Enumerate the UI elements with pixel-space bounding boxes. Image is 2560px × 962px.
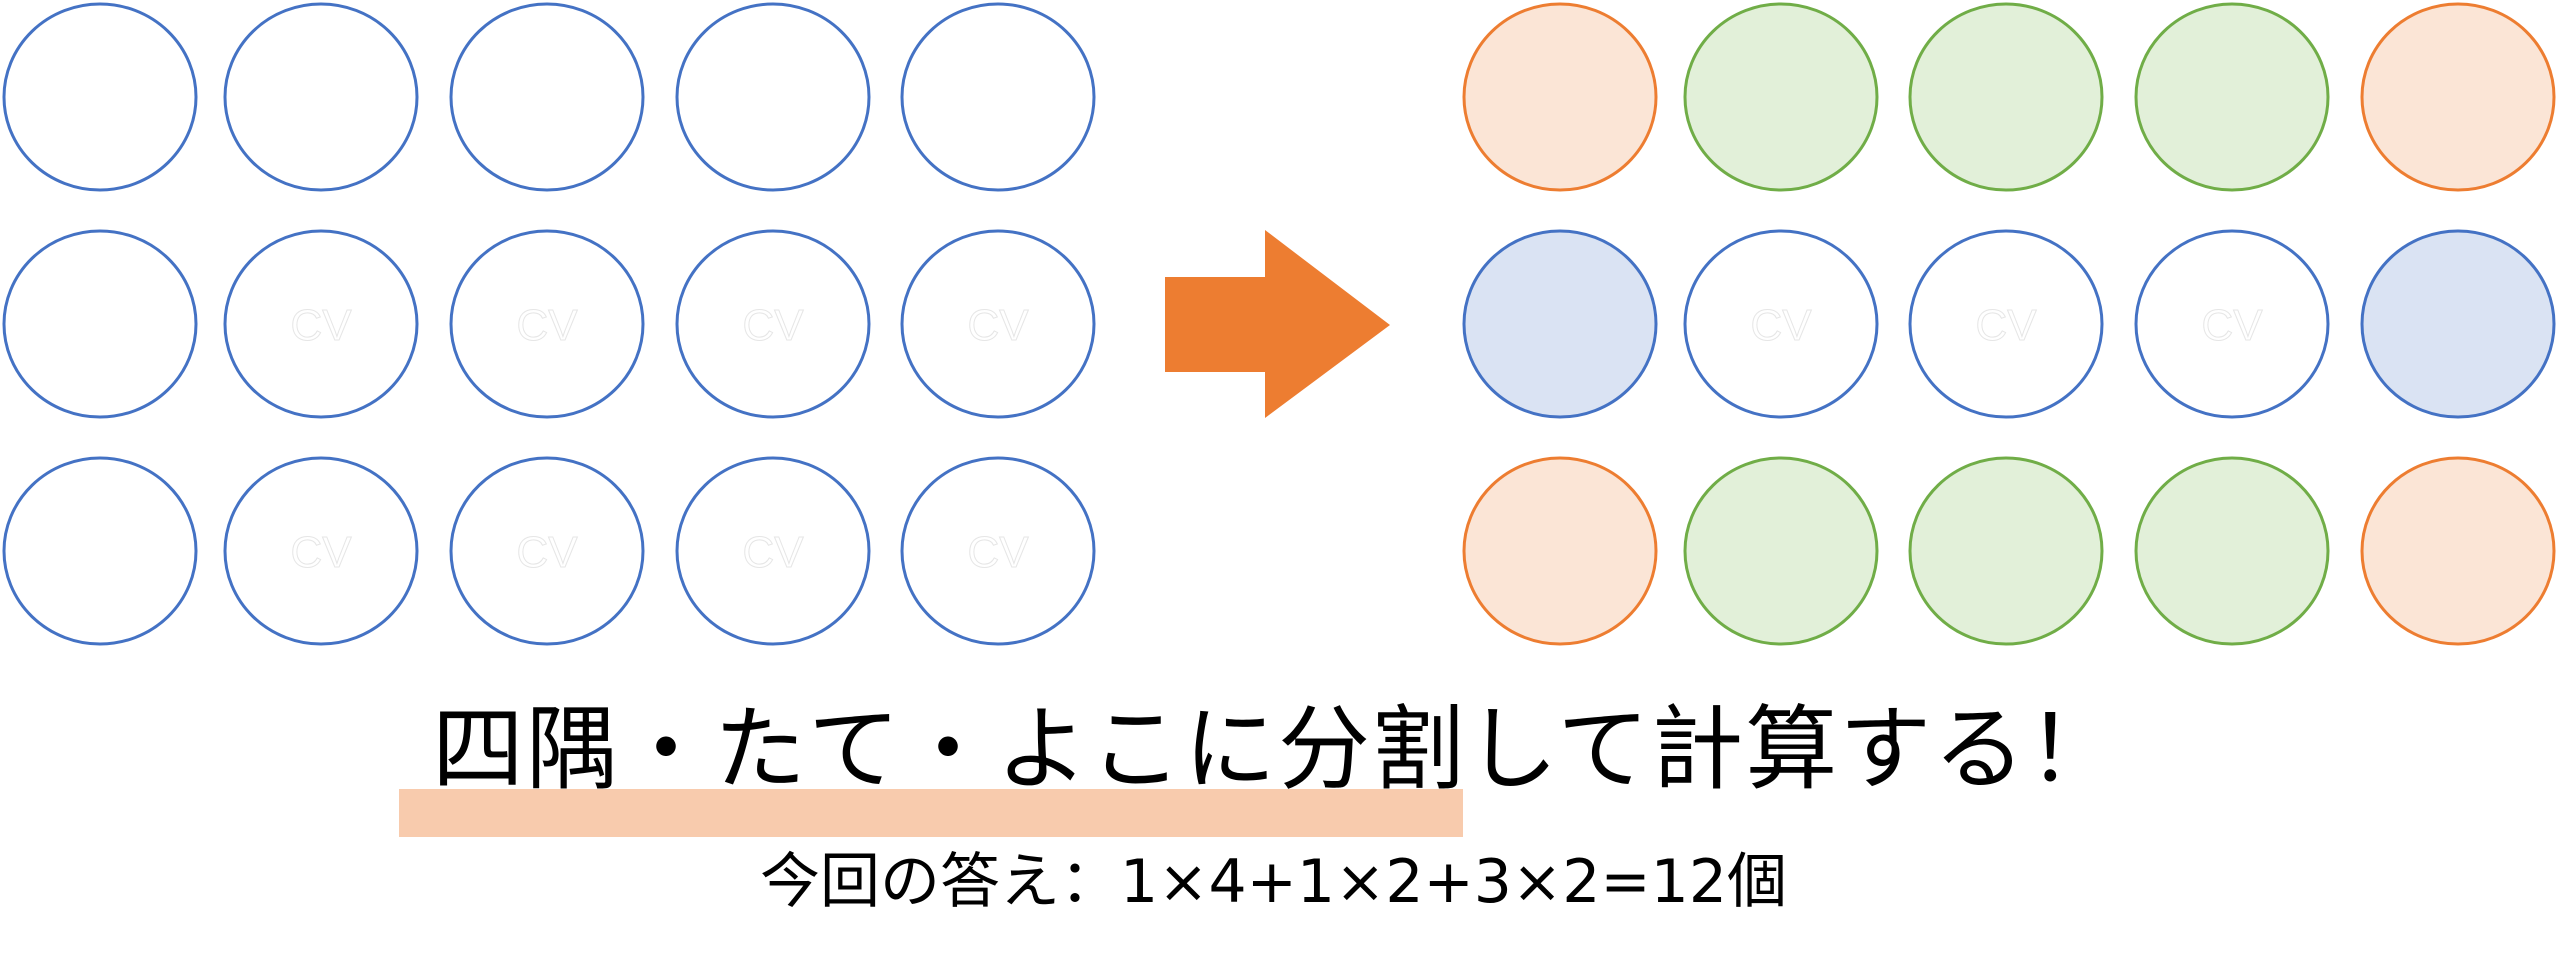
circle-plain: CV [223, 456, 419, 646]
circle-shape [2, 2, 198, 192]
circle-corner [1462, 2, 1658, 192]
circle-edge [2134, 456, 2330, 646]
circle-plain [223, 2, 419, 192]
circle-edge [1908, 456, 2104, 646]
circle-shape [900, 456, 1096, 646]
circle-plain [900, 2, 1096, 192]
circle-shape [1908, 2, 2104, 192]
circle-plain: CV [1908, 229, 2104, 419]
circle-plain: CV [449, 456, 645, 646]
circle-shape [449, 456, 645, 646]
circle-plain: CV [900, 229, 1096, 419]
circle-plain: CV [900, 456, 1096, 646]
circle-edge [1683, 456, 1879, 646]
circle-plain [675, 2, 871, 192]
circle-edge [2134, 2, 2330, 192]
circle-shape [1908, 456, 2104, 646]
circle-shape [2, 456, 198, 646]
circle-shape [675, 2, 871, 192]
circle-shape [1683, 2, 1879, 192]
answer-line: 今回の答え：1×4+1×2+3×2=12個 [760, 847, 1788, 917]
circle-shape [675, 456, 871, 646]
circle-shape [223, 2, 419, 192]
circle-shape [1462, 456, 1658, 646]
circle-corner [2360, 2, 2556, 192]
circle-shape [223, 229, 419, 419]
circle-shape [449, 229, 645, 419]
circle-shape [900, 2, 1096, 192]
watermark-label: CV [967, 528, 1029, 577]
watermark-label: CV [742, 301, 804, 350]
circle-shape [1683, 229, 1879, 419]
circle-corner [2360, 456, 2556, 646]
watermark-label: CV [967, 301, 1029, 350]
circle-side [2360, 229, 2556, 419]
circle-shape [2360, 456, 2556, 646]
circle-plain: CV [223, 229, 419, 419]
circle-corner [1462, 456, 1658, 646]
circle-plain: CV [675, 229, 871, 419]
watermark-label: CV [516, 528, 578, 577]
circle-shape [1683, 456, 1879, 646]
circle-plain [2, 2, 198, 192]
watermark-label: CV [290, 528, 352, 577]
left-circle-grid: CV CV CV CV CV CV CV CV [2, 2, 1096, 646]
circle-plain: CV [675, 456, 871, 646]
circle-shape [900, 229, 1096, 419]
watermark-label: CV [516, 301, 578, 350]
right-arrow-icon [1165, 230, 1390, 418]
circle-plain: CV [2134, 229, 2330, 419]
circle-edge [1908, 2, 2104, 192]
circle-plain [2, 229, 198, 419]
highlight-bar [399, 789, 1463, 837]
circle-plain: CV [449, 229, 645, 419]
circle-shape [223, 456, 419, 646]
circle-shape [2360, 229, 2556, 419]
circle-shape [2360, 2, 2556, 192]
circle-shape [2134, 456, 2330, 646]
circle-shape [1462, 2, 1658, 192]
circle-plain [449, 2, 645, 192]
circle-shape [449, 2, 645, 192]
circle-shape [1462, 229, 1658, 419]
circle-edge [1683, 2, 1879, 192]
watermark-label: CV [290, 301, 352, 350]
circle-shape [2134, 229, 2330, 419]
circle-side [1462, 229, 1658, 419]
circle-plain: CV [1683, 229, 1879, 419]
watermark-label: CV [742, 528, 804, 577]
watermark-label: CV [1750, 301, 1812, 350]
circle-plain [2, 456, 198, 646]
right-circle-grid: CV CV CV [1462, 2, 2556, 646]
watermark-label: CV [2201, 301, 2263, 350]
watermark-label: CV [1975, 301, 2037, 350]
circle-shape [675, 229, 871, 419]
circle-shape [2, 229, 198, 419]
circle-shape [1908, 229, 2104, 419]
circle-shape [2134, 2, 2330, 192]
explanation-title: 四隅・たて・よこに分割して計算する！ [432, 696, 2122, 803]
